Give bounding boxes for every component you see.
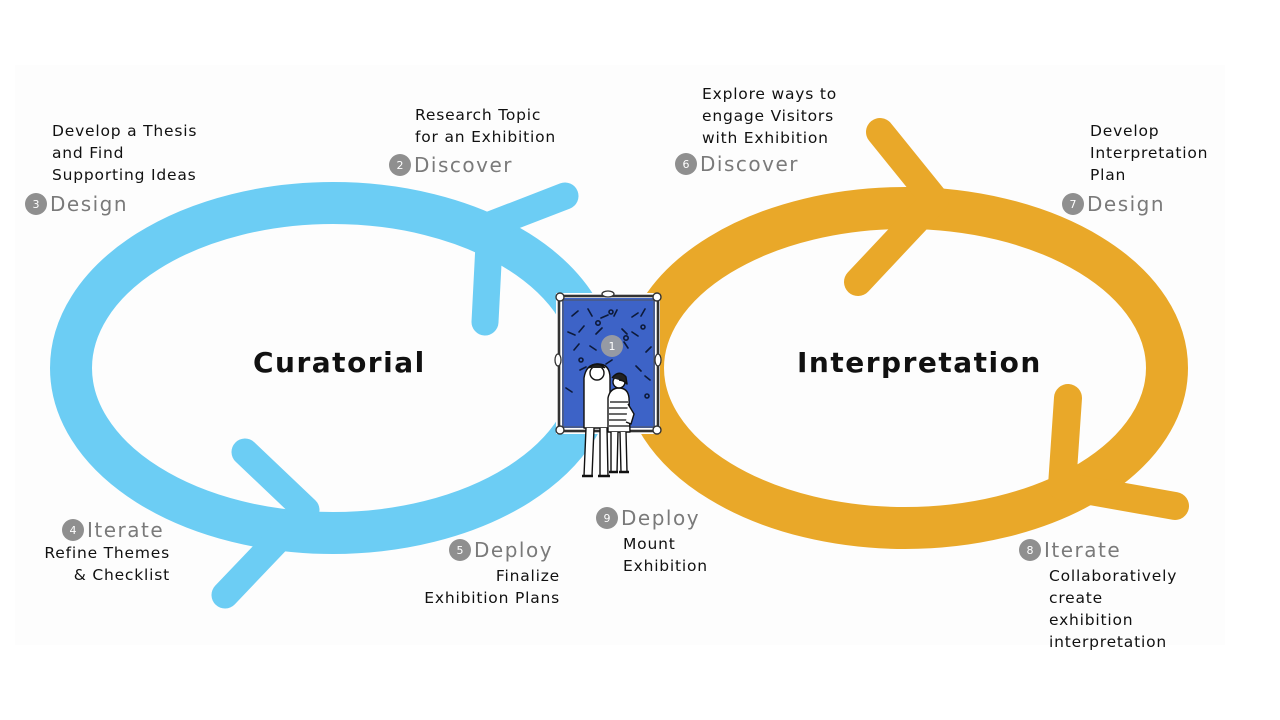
stage-5-name: Deploy: [474, 538, 554, 562]
stage-8-badge: 8: [1019, 539, 1041, 561]
stage-4-heading: 4 Iterate: [62, 518, 164, 542]
stage-8-name: Iterate: [1044, 538, 1122, 562]
interpretation-bottom-arrow: [1048, 384, 1189, 520]
stage-6-description: Explore ways to engage Visitors with Exh…: [702, 85, 838, 147]
stage-5-description: Finalize Exhibition Plans: [424, 567, 560, 607]
stage-8-description: Collaboratively create exhibition interp…: [1049, 567, 1178, 651]
stage-9-description: Mount Exhibition: [623, 535, 708, 575]
stage-9-badge: 9: [596, 507, 618, 529]
stage-8-heading: 8 Iterate: [1019, 538, 1121, 562]
stage-6-badge: 6: [675, 153, 697, 175]
stage-2-name: Discover: [414, 153, 513, 177]
stage-4-badge: 4: [62, 519, 84, 541]
stage-3-badge: 3: [25, 193, 47, 215]
stage-6-heading: 6 Discover: [675, 152, 799, 176]
interpretation-top-arrow: [844, 118, 949, 296]
stage-7-badge: 7: [1062, 193, 1084, 215]
center-step-badge: 1: [601, 335, 623, 357]
curatorial-title: Curatorial: [253, 346, 426, 379]
stage-3-heading: 3 Design: [25, 192, 128, 216]
stage-2-description: Research Topic for an Exhibition: [415, 106, 557, 146]
stage-5-heading: 5 Deploy: [449, 538, 553, 562]
stage-9-heading: 9 Deploy: [596, 506, 700, 530]
stage-4-description: Refine Themes & Checklist: [44, 544, 170, 584]
interpretation-title: Interpretation: [797, 346, 1042, 379]
stage-4-name: Iterate: [87, 518, 165, 542]
stage-2-heading: 2 Discover: [389, 153, 513, 177]
stage-6-name: Discover: [700, 152, 799, 176]
stage-9-name: Deploy: [621, 506, 701, 530]
curatorial-top-arrow: [471, 182, 579, 336]
stage-3-description: Develop a Thesis and Find Supporting Ide…: [52, 122, 198, 184]
visitors-viewing-painting-illustration: [554, 290, 662, 478]
stage-7-heading: 7 Design: [1062, 192, 1165, 216]
curatorial-bottom-arrow: [211, 438, 320, 609]
stage-5-badge: 5: [449, 539, 471, 561]
stage-3-name: Design: [50, 192, 129, 216]
stage-7-name: Design: [1087, 192, 1166, 216]
stage-2-badge: 2: [389, 154, 411, 176]
stage-7-description: Develop Interpretation Plan: [1090, 122, 1209, 184]
